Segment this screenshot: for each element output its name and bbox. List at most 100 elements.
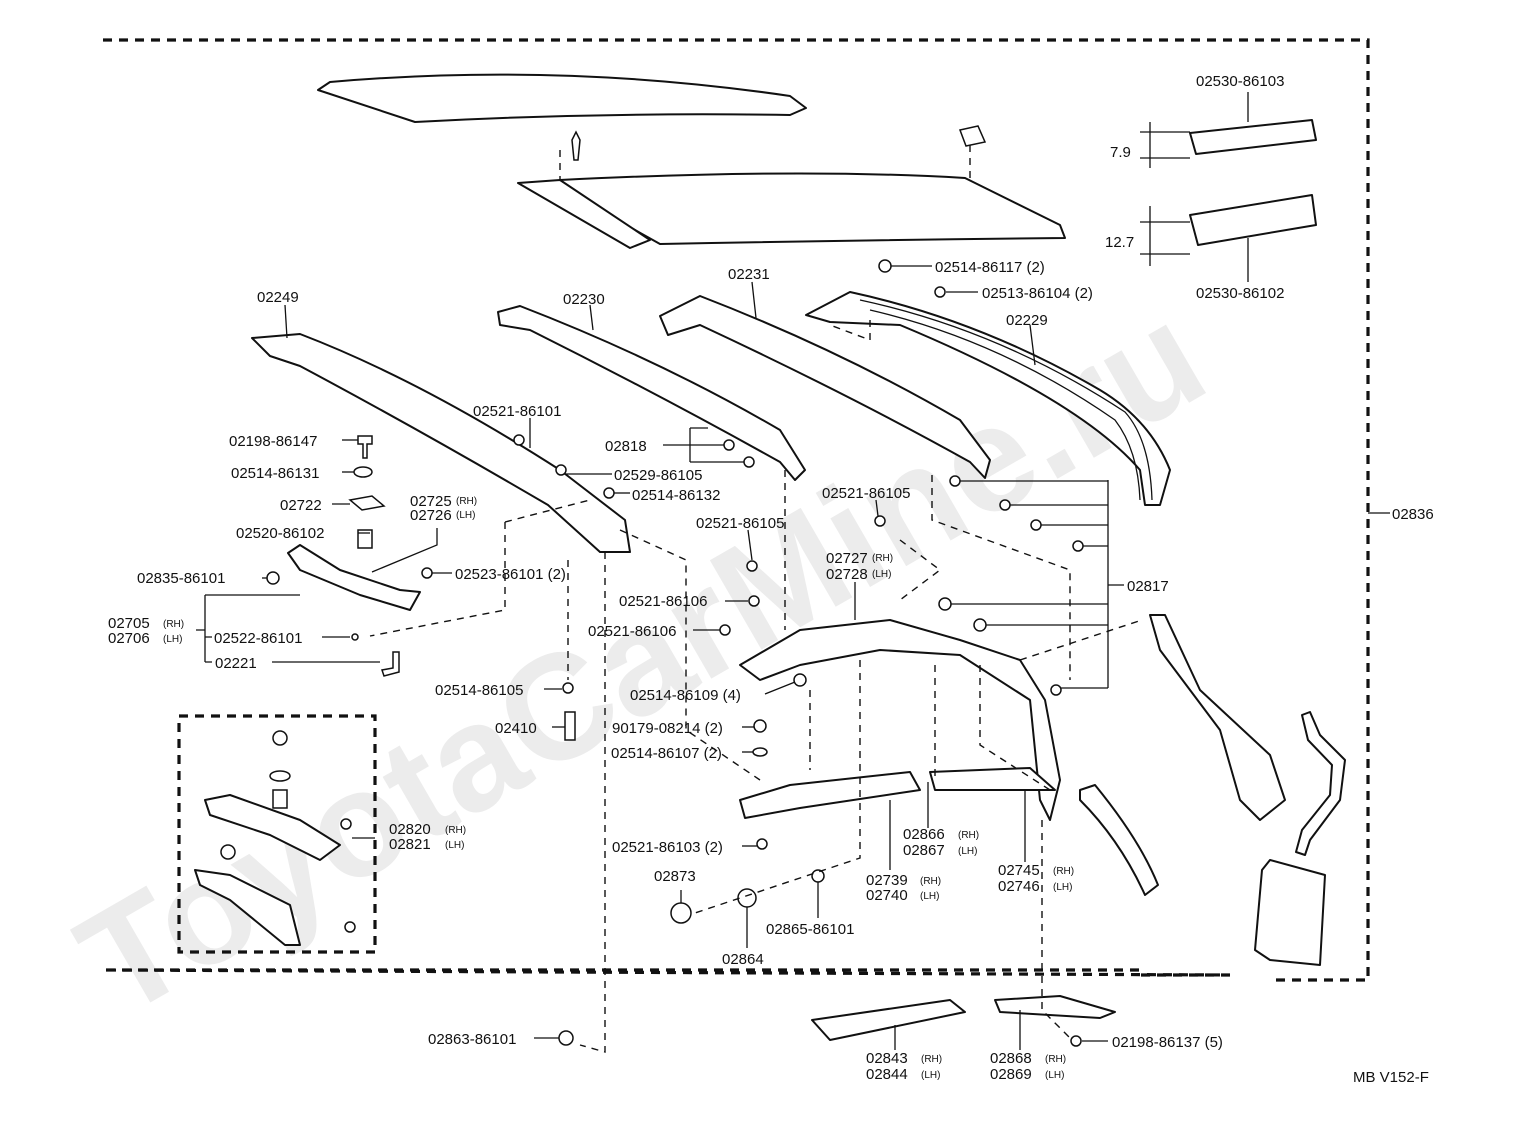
label-02523-86101: 02523-86101 (2) (455, 566, 566, 583)
bolt-02521-86106-a (748, 595, 760, 607)
dash-15 (829, 320, 871, 342)
label-02521-86106-a: 02521-86106 (619, 593, 707, 610)
label-02198-86147: 02198-86147 (229, 433, 317, 450)
roof-panel-top (317, 73, 807, 123)
label-02514-86105: 02514-86105 (435, 682, 523, 699)
label-02843: 02843 (866, 1050, 908, 1067)
label-02722: 02722 (280, 497, 322, 514)
label-02865-86101: 02865-86101 (766, 921, 854, 938)
roof-panel-main (559, 172, 1066, 245)
bolt-02198-86137 (1070, 1035, 1082, 1047)
dash-8 (694, 660, 861, 914)
label-02726-lh: (LH) (456, 510, 475, 521)
nut-02817-6 (973, 618, 987, 632)
cap-02873 (670, 902, 692, 924)
label-02843-rh: (RH) (921, 1054, 942, 1065)
dash-1 (369, 522, 506, 637)
label-dim-79: 7.9 (1110, 144, 1131, 161)
clip-top (958, 125, 987, 147)
spacer-pack-79 (1189, 119, 1317, 155)
label-02746: 02746 (998, 878, 1040, 895)
label-02739-rh: (RH) (920, 876, 941, 887)
bolt-02521-86101 (513, 434, 525, 446)
inset-screw-1 (340, 818, 352, 830)
label-02221: 02221 (215, 655, 257, 672)
bolt-02198-86147 (357, 435, 373, 459)
label-02740-lh: (LH) (920, 891, 939, 902)
leader-02725 (371, 528, 438, 573)
label-02706: 02706 (108, 630, 150, 647)
seal-strip-right (1079, 784, 1159, 896)
label-02725: 02725 (410, 493, 452, 510)
dim-79-line (1140, 122, 1190, 168)
nut-02817-2 (999, 499, 1011, 511)
side-rail-02739 (739, 771, 921, 819)
label-02739: 02739 (866, 872, 908, 889)
bracket-02705 (287, 544, 421, 611)
label-02521-86103: 02521-86103 (2) (612, 839, 723, 856)
label-02740: 02740 (866, 887, 908, 904)
label-02873: 02873 (654, 868, 696, 885)
label-02817: 02817 (1127, 578, 1169, 595)
bolt-02521-86105-b (874, 515, 886, 527)
nut-02514-86117 (878, 259, 892, 273)
leader-02521-86105-a (747, 529, 753, 561)
bolt-02521-86106-b (719, 624, 731, 636)
bolt-02521-86105-a (746, 560, 758, 572)
dash-5 (579, 552, 606, 1053)
label-02745: 02745 (998, 862, 1040, 879)
dim-127-line (1140, 206, 1190, 266)
leader-02230 (589, 304, 594, 331)
nut-02817-5 (938, 597, 952, 611)
label-02844-lh: (LH) (921, 1070, 940, 1081)
bow-02230 (497, 305, 806, 481)
washer-02514-86105 (562, 682, 574, 694)
lower-rail-02843 (811, 999, 966, 1041)
label-02836: 02836 (1392, 506, 1434, 523)
dash-12 (899, 539, 942, 601)
nut-02817-7 (1050, 684, 1062, 696)
detail-inset-frame (177, 714, 377, 954)
label-02521-86105-b: 02521-86105 (822, 485, 910, 502)
label-02514-86107: 02514-86107 (2) (611, 745, 722, 762)
label-02818: 02818 (605, 438, 647, 455)
leader-02249 (284, 304, 288, 339)
dash-11 (931, 475, 1071, 680)
inset-nut (220, 844, 236, 860)
nut-02817-4 (1072, 540, 1084, 552)
label-02727: 02727 (826, 550, 868, 567)
label-02820-rh: (RH) (445, 825, 466, 836)
label-02229: 02229 (1006, 312, 1048, 329)
inset-bracket-bottom (194, 869, 301, 946)
bushing-02520 (357, 529, 373, 549)
dash-13 (1019, 619, 1143, 661)
inset-washer (269, 770, 291, 782)
label-02820: 02820 (389, 821, 431, 838)
label-02868: 02868 (990, 1050, 1032, 1067)
label-02745-rh: (RH) (1053, 866, 1074, 877)
inset-bushing (272, 789, 288, 809)
leader-02514-86109 (764, 681, 796, 695)
label-02522-86101: 02522-86101 (214, 630, 302, 647)
label-02705-rh: (RH) (163, 619, 184, 630)
washer-02818-b (743, 456, 755, 468)
label-02706-lh: (LH) (163, 634, 182, 645)
label-90179-08214: 90179-08214 (2) (612, 720, 723, 737)
nut-90179 (753, 719, 767, 733)
leader-02229 (1029, 324, 1036, 366)
washer-02514-86131 (353, 466, 373, 478)
label-02863-86101: 02863-86101 (428, 1031, 516, 1048)
label-02520-86102: 02520-86102 (236, 525, 324, 542)
label-02727-rh: (RH) (872, 553, 893, 564)
label-02869-lh: (LH) (1045, 1070, 1064, 1081)
label-02868-rh: (RH) (1045, 1054, 1066, 1065)
label-02410: 02410 (495, 720, 537, 737)
bow-02229-line1 (859, 299, 1153, 501)
leader-02705-bracket (196, 594, 300, 663)
label-02198-86137: 02198-86137 (5) (1112, 1034, 1223, 1051)
label-02866-rh: (RH) (958, 830, 979, 841)
washer-02514-86109 (793, 673, 807, 687)
nut-02865 (811, 869, 825, 883)
pin-02221 (381, 651, 400, 677)
side-rail-02727 (739, 619, 1061, 821)
